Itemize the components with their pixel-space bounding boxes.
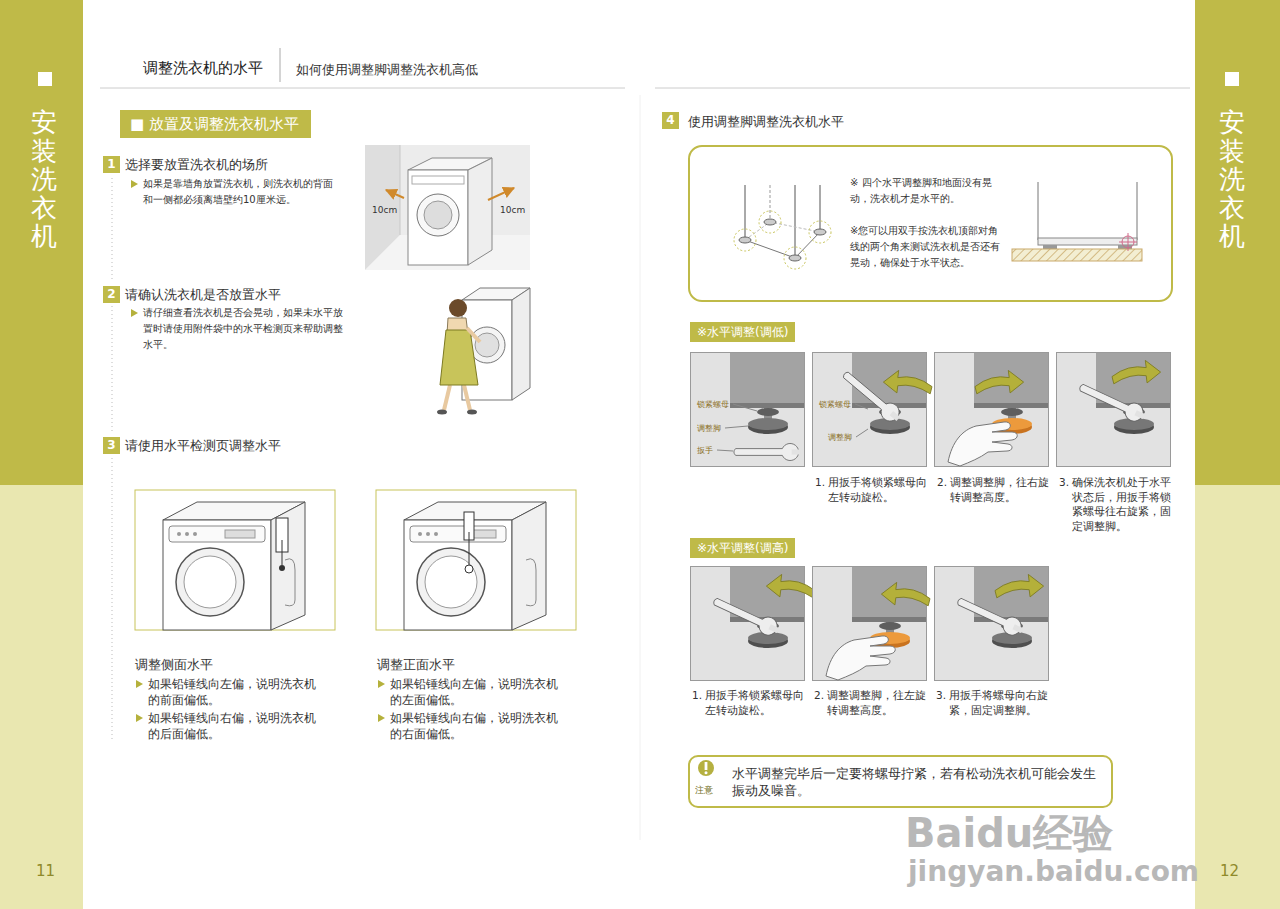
level-check-frames — [135, 490, 576, 630]
caution-text: 水平调整完毕后一定要将螺母拧紧，若有松动洗衣机可能会发生振动及噪音。 — [732, 766, 1104, 800]
photo-caption: 3. 用扳手将螺母向右旋紧，固定调整脚。 — [936, 688, 1049, 717]
part-label: 调整脚 — [697, 423, 721, 434]
part-label: 锁紧螺母 — [819, 399, 851, 410]
photo-caption: 3. 确保洗衣机处于水平状态后，用扳手将锁紧螺母往右旋紧，固定调整脚。 — [1059, 475, 1172, 534]
caution-label: 注意 — [695, 784, 713, 797]
chapter-title: 安装洗衣机 — [31, 108, 57, 251]
figure-caption: 调整正面水平 — [377, 656, 455, 674]
step-number: 1 — [103, 156, 120, 173]
section-heading: ■ 放置及调整洗衣机水平 — [120, 110, 311, 138]
step-heading: 请使用水平检测页调整水平 — [125, 437, 281, 455]
chapter-square-icon — [38, 72, 52, 86]
page-subtitle: 如何使用调整脚调整洗衣机高低 — [296, 61, 478, 79]
page-title: 调整洗衣机的水平 — [143, 59, 263, 78]
caution-icon — [698, 760, 714, 776]
tab-title: ※水平调整(调低) — [697, 322, 788, 342]
step-heading: 使用调整脚调整洗衣机水平 — [688, 113, 844, 131]
wall-corner-illustration — [365, 145, 530, 270]
chapter-square-icon — [1225, 72, 1239, 86]
step-heading: 选择要放置洗衣机的场所 — [125, 156, 268, 174]
caption-bullet: 如果铅锤线向左偏，说明洗衣机的前面偏低。 — [148, 676, 322, 708]
page-number: 12 — [1220, 862, 1239, 880]
step-number-box: 1 — [103, 156, 120, 173]
watermark: Baidu经验 — [905, 806, 1113, 861]
chapter-title: 安装洗衣机 — [1219, 108, 1245, 251]
tab-title: ※水平调整(调高) — [697, 538, 788, 558]
side-band: 安装洗衣机 — [1195, 0, 1280, 485]
woman-checking-illustration — [437, 288, 530, 415]
figure-caption: 调整侧面水平 — [135, 656, 213, 674]
photo-caption: 2. 调整调整脚，往左旋转调整高度。 — [814, 688, 927, 717]
step-heading: 请确认洗衣机是否放置水平 — [125, 286, 281, 304]
adjust-higher-photos — [691, 567, 1049, 681]
subsection-tab: ※水平调整(调低) — [690, 322, 795, 342]
leveling-feet-diagram — [734, 185, 831, 269]
photo-caption: 1. 用扳手将锁紧螺母向左转动旋松。 — [815, 475, 928, 504]
step-body: 请仔细查看洗衣机是否会晃动，如果未水平放置时请使用附件袋中的水平检测页来帮助调整… — [143, 305, 343, 353]
level-floor-diagram — [1012, 182, 1142, 261]
step-number: 2 — [103, 286, 120, 303]
tip-text: ※您可以用双手按洗衣机顶部对角线的两个角来测试洗衣机是否还有晃动，确保处于水平状… — [850, 223, 1005, 271]
adjust-lower-photos — [691, 353, 1171, 467]
subsection-tab: ※水平调整(调高) — [690, 538, 795, 558]
part-label: 扳手 — [697, 445, 713, 456]
step-number-box: 3 — [103, 437, 120, 454]
caption-bullet: 如果铅锤线向右偏，说明洗衣机的后面偏低。 — [148, 710, 322, 742]
caption-bullet: 如果铅锤线向左偏，说明洗衣机的左面偏低。 — [390, 676, 564, 708]
caption-bullet: 如果铅锤线向右偏，说明洗衣机的右面偏低。 — [390, 710, 564, 742]
page-number: 11 — [36, 862, 55, 880]
photo-caption: 1. 用扳手将锁紧螺母向左转动旋松。 — [692, 688, 805, 717]
side-band: 安装洗衣机 — [0, 0, 83, 485]
section-title: ■ 放置及调整洗衣机水平 — [130, 110, 299, 138]
caution-box: 注意 水平调整完毕后一定要将螺母拧紧，若有松动洗衣机可能会发生振动及噪音。 — [688, 755, 1113, 808]
part-label: 调整脚 — [828, 432, 852, 443]
tip-text: ※ 四个水平调整脚和地面没有晃动，洗衣机才是水平的。 — [850, 175, 1005, 207]
step-body: 如果是靠墙角放置洗衣机，则洗衣机的背面和一侧都必须离墙壁约10厘米远。 — [143, 176, 335, 208]
photo-caption: 2. 调整调整脚，往右旋转调整高度。 — [937, 475, 1050, 504]
step-number: 4 — [662, 112, 679, 129]
dimension-label: 10cm — [500, 205, 525, 215]
step-number: 3 — [103, 437, 120, 454]
step-number-box: 2 — [103, 286, 120, 303]
step-number-box: 4 — [662, 112, 679, 129]
dimension-label: 10cm — [372, 205, 397, 215]
watermark: jingyan.baidu.com — [908, 855, 1199, 888]
part-label: 锁紧螺母 — [697, 399, 729, 410]
tip-panel: ※ 四个水平调整脚和地面没有晃动，洗衣机才是水平的。 ※您可以用双手按洗衣机顶部对… — [688, 145, 1173, 302]
